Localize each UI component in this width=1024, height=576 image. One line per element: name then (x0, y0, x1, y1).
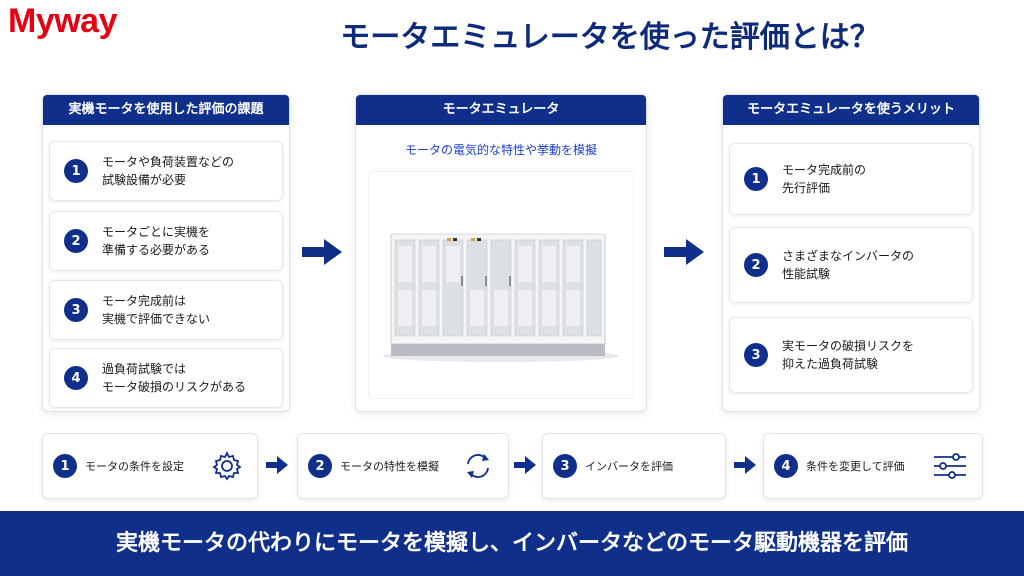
challenges-header: 実機モータを使用した評価の課題 (43, 95, 289, 125)
arrow-right-icon (266, 456, 288, 474)
emulator-header: モータエミュレータ (356, 95, 646, 125)
number-badge: 4 (64, 366, 88, 390)
page-title: モータエミュレータを使った評価とは？ (340, 20, 880, 55)
number-badge: 3 (553, 454, 577, 478)
challenge-text: 過負荷試験では モータ破損のリスクがある (102, 362, 247, 394)
sliders-icon (934, 453, 966, 479)
benefit-card-3: 3 実モータの破損リスクを 抑えた過負荷試験 (729, 317, 973, 393)
challenges-panel: 実機モータを使用した評価の課題 1 モータや負荷装置などの 試験設備が必要 2 … (42, 94, 290, 412)
challenge-card-4: 4 過負荷試験では モータ破損のリスクがある (49, 348, 283, 408)
benefit-text: 実モータの破損リスクを 抑えた過負荷試験 (782, 339, 915, 371)
benefits-panel: モータエミュレータを使うメリット 1 モータ完成前の 先行評価 2 さまざまなイ… (722, 94, 980, 412)
summary-banner: 実機モータの代わりにモータを模擬し、インバータなどのモータ駆動機器を評価 (0, 511, 1024, 576)
number-badge: 4 (774, 454, 798, 478)
step-text: モータの特性を模擬 (340, 460, 439, 473)
number-badge: 1 (744, 167, 768, 191)
emulator-panel: モータエミュレータ モータの電気的な特性や挙動を模擬 (355, 94, 647, 412)
challenge-card-1: 1 モータや負荷装置などの 試験設備が必要 (49, 141, 283, 201)
benefit-text: さまざまなインバータの 性能試験 (782, 249, 915, 281)
number-badge: 2 (308, 454, 332, 478)
challenge-card-3: 3 モータ完成前は 実機で評価できない (49, 280, 283, 340)
step-text: インバータを評価 (585, 460, 673, 473)
number-badge: 3 (64, 298, 88, 322)
step-text: 条件を変更して評価 (806, 460, 905, 473)
benefit-text: モータ完成前の 先行評価 (782, 163, 867, 195)
number-badge: 1 (53, 454, 77, 478)
emulator-image-frame (368, 171, 634, 399)
number-badge: 2 (64, 229, 88, 253)
step-card-2: 2 モータの特性を模擬 (297, 433, 509, 499)
challenge-text: モータや負荷装置などの 試験設備が必要 (102, 155, 235, 187)
brand-logo: Myway (8, 2, 118, 40)
number-badge: 1 (64, 159, 88, 183)
motor-emulator-cabinet-image (383, 233, 619, 362)
arrow-right-icon (514, 456, 536, 474)
benefit-card-2: 2 さまざまなインバータの 性能試験 (729, 227, 973, 303)
arrow-right-icon (664, 239, 704, 265)
cycle-icon (467, 454, 489, 478)
gear-icon (212, 450, 242, 481)
challenge-text: モータごとに実機を 準備する必要がある (102, 225, 211, 257)
number-badge: 3 (744, 343, 768, 367)
step-card-1: 1 モータの条件を設定 (42, 433, 258, 499)
arrow-right-icon (734, 456, 756, 474)
challenge-text: モータ完成前は 実機で評価できない (102, 294, 211, 326)
step-card-4: 4 条件を変更して評価 (763, 433, 983, 499)
step-card-3: 3 インバータを評価 (542, 433, 726, 499)
emulator-subtitle: モータの電気的な特性や挙動を模擬 (404, 143, 597, 157)
benefit-card-1: 1 モータ完成前の 先行評価 (729, 143, 973, 215)
benefits-header: モータエミュレータを使うメリット (723, 95, 979, 125)
challenge-card-2: 2 モータごとに実機を 準備する必要がある (49, 211, 283, 271)
arrow-right-icon (302, 239, 342, 265)
step-text: モータの条件を設定 (85, 460, 184, 473)
number-badge: 2 (744, 253, 768, 277)
